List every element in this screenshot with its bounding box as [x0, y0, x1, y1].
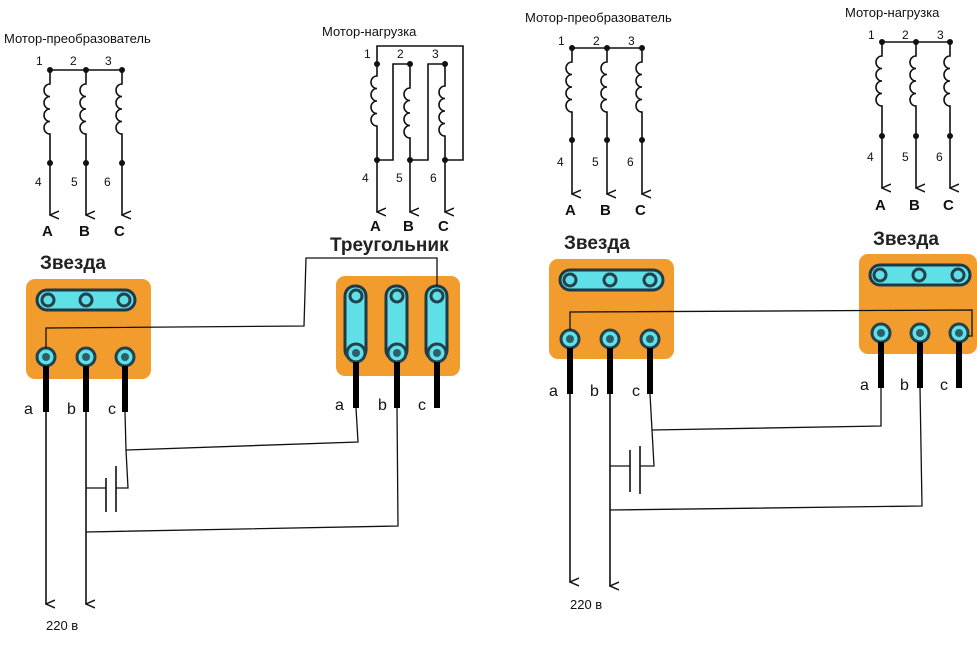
left-conv-phase-C: C: [114, 223, 125, 240]
left-wiring: 220 в: [45, 257, 438, 633]
right-load-label: Мотор-нагрузка: [845, 5, 940, 20]
right-converter-box-label: Звезда: [564, 233, 630, 254]
right-conv-winding-2: [600, 48, 608, 140]
right-wire-b-to-b: [609, 387, 923, 511]
left-load-phase-B: B: [403, 218, 414, 235]
left-load-num-2: 2: [397, 47, 404, 61]
left-load-winding-3: [438, 64, 446, 160]
right-conv-lower-c: c: [632, 383, 640, 400]
left-load-delta-1: [377, 63, 410, 161]
right-conv-num-3: 3: [628, 34, 635, 48]
right-load-num-5: 5: [902, 150, 909, 164]
right-load-box-label: Звезда: [873, 229, 939, 250]
right-load-motor: Мотор-нагрузка 1 2 3 4 5 6 A B C: [845, 5, 954, 214]
left-load-phase-A: A: [370, 218, 381, 235]
right-scheme: Мотор-преобразователь 1 2 3 4 5 6 A B C: [525, 5, 977, 612]
right-load-winding-2: [909, 42, 917, 136]
left-load-delta-outer: [376, 45, 464, 161]
left-conv-lower-c: c: [108, 401, 116, 418]
right-conv-phase-A: A: [565, 202, 576, 219]
right-load-num-1: 1: [868, 28, 875, 42]
left-load-lower-a: a: [335, 397, 344, 414]
right-conv-num-5: 5: [592, 155, 599, 169]
left-conv-phase-A: A: [42, 223, 53, 240]
right-conv-num-1: 1: [558, 34, 565, 48]
right-conv-winding-1: [565, 48, 573, 140]
left-conv-phase-B: B: [79, 223, 90, 240]
left-load-label: Мотор-нагрузка: [322, 24, 417, 39]
right-wire-a-to-c: [569, 309, 973, 337]
right-load-lower-b: b: [900, 377, 909, 394]
left-load-num-3: 3: [432, 47, 439, 61]
right-load-phase-B: B: [909, 197, 920, 214]
left-scheme: Мотор-преобразователь 1 2 3 4 5: [4, 24, 464, 633]
right-load-num-6: 6: [936, 150, 943, 164]
left-conv-num-4: 4: [35, 175, 42, 189]
right-converter-terminal-box: Звезда a b c: [549, 233, 674, 400]
left-load-num-5: 5: [396, 171, 403, 185]
left-conv-num-2: 2: [70, 54, 77, 68]
right-conv-lower-b: b: [590, 383, 599, 400]
left-conv-lower-a: a: [24, 401, 33, 418]
right-conv-num-6: 6: [627, 155, 634, 169]
right-load-winding-3: [943, 42, 951, 136]
left-load-box-label: Треугольник: [330, 235, 449, 256]
left-load-winding-2: [403, 64, 411, 160]
left-converter-box-label: Звезда: [40, 253, 106, 274]
right-load-phase-A: A: [875, 197, 886, 214]
left-load-winding-1: [370, 64, 378, 160]
left-load-num-1: 1: [364, 47, 371, 61]
left-conv-num-1: 1: [36, 54, 43, 68]
left-conv-winding-2: [79, 70, 87, 163]
right-load-lower-a: a: [860, 377, 869, 394]
right-converter-motor: Мотор-преобразователь 1 2 3 4 5 6 A B C: [525, 10, 672, 219]
left-load-num-6: 6: [430, 171, 437, 185]
left-wire-b-to-b: [85, 407, 399, 533]
left-load-lower-c: c: [418, 397, 426, 414]
right-converter-label: Мотор-преобразователь: [525, 10, 672, 25]
left-load-phase-C: C: [438, 218, 449, 235]
left-load-motor: Мотор-нагрузка 1 2 3 4 5 6 A B: [322, 24, 464, 235]
left-wire-c-to-a: [124, 407, 359, 451]
right-conv-phase-C: C: [635, 202, 646, 219]
left-conv-num-3: 3: [105, 54, 112, 68]
right-conv-lower-a: a: [549, 383, 558, 400]
right-load-winding-1: [875, 42, 883, 136]
left-load-terminal-box: Треугольник a b c: [330, 235, 460, 414]
right-load-num-3: 3: [937, 28, 944, 42]
left-voltage-label: 220 в: [46, 618, 78, 633]
left-load-num-4: 4: [362, 171, 369, 185]
right-load-phase-C: C: [943, 197, 954, 214]
left-conv-winding-1: [43, 70, 51, 163]
left-converter-label: Мотор-преобразователь: [4, 31, 151, 46]
right-conv-num-4: 4: [557, 155, 564, 169]
left-load-lower-b: b: [378, 397, 387, 414]
left-conv-winding-3: [115, 70, 123, 163]
left-conv-lower-b: b: [67, 401, 76, 418]
left-conv-num-6: 6: [104, 175, 111, 189]
right-conv-winding-3: [635, 48, 643, 140]
right-load-terminal-box: Звезда a b c: [859, 229, 977, 394]
right-voltage-label: 220 в: [570, 597, 602, 612]
left-conv-num-5: 5: [71, 175, 78, 189]
right-wiring: 220 в: [569, 309, 973, 612]
left-wire-a-to-C: [45, 257, 438, 348]
right-conv-phase-B: B: [600, 202, 611, 219]
left-converter-terminal-box: Звезда a b c: [24, 253, 151, 418]
right-load-num-4: 4: [867, 150, 874, 164]
right-conv-num-2: 2: [593, 34, 600, 48]
left-converter-motor: Мотор-преобразователь 1 2 3 4 5: [4, 31, 151, 240]
left-load-delta-2: [410, 63, 445, 161]
right-wire-c-to-a: [649, 388, 882, 431]
right-load-lower-c: c: [940, 377, 948, 394]
right-load-num-2: 2: [902, 28, 909, 42]
